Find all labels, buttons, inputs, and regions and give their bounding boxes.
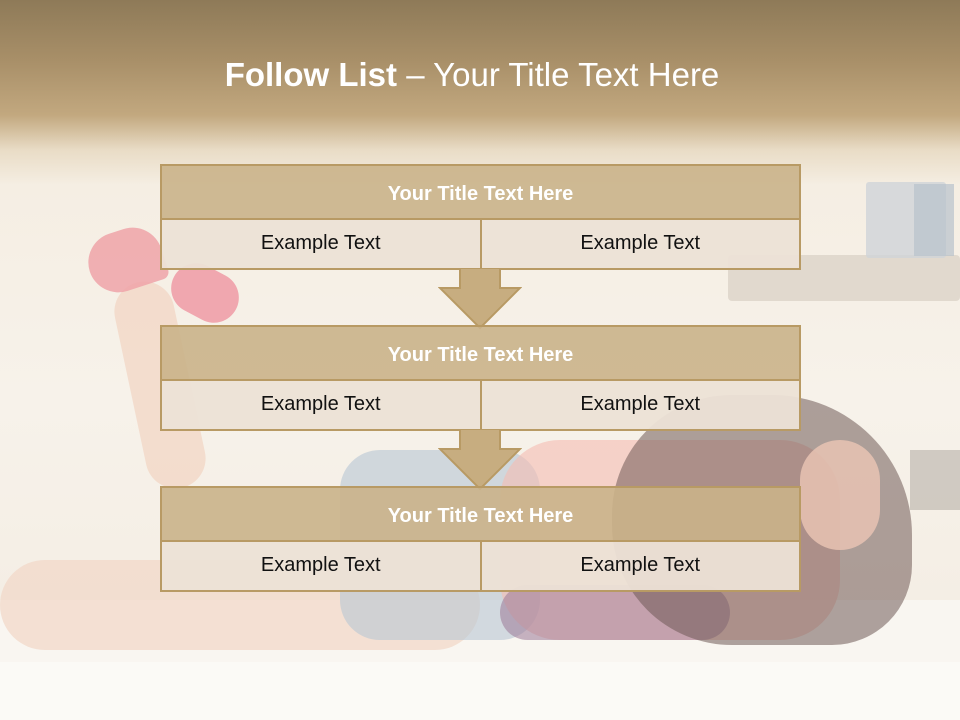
list-block: Your Title Text Here Example Text Exampl… [160,164,801,270]
background-appliance-detail [914,184,954,256]
block-cell-left: Example Text [160,220,482,270]
block-header: Your Title Text Here [160,164,801,220]
block-cell-left: Example Text [160,542,482,592]
background-stove [910,450,960,510]
block-row: Example Text Example Text [160,220,801,270]
block-header: Your Title Text Here [160,486,801,542]
block-cell-left: Example Text [160,381,482,431]
down-arrow-icon [438,268,522,330]
background-table-edge [0,662,960,720]
list-block: Your Title Text Here Example Text Exampl… [160,486,801,592]
block-cell-right: Example Text [481,542,801,592]
slide-title: Follow List – Your Title Text Here [0,56,944,94]
list-block: Your Title Text Here Example Text Exampl… [160,325,801,431]
background-figure-face [800,440,880,550]
block-cell-right: Example Text [481,381,801,431]
block-row: Example Text Example Text [160,542,801,592]
slide-title-bold: Follow List [224,56,398,93]
block-row: Example Text Example Text [160,381,801,431]
block-cell-right: Example Text [481,220,801,270]
slide-title-rest: – Your Title Text Here [397,56,720,93]
down-arrow-icon [438,429,522,491]
block-header: Your Title Text Here [160,325,801,381]
